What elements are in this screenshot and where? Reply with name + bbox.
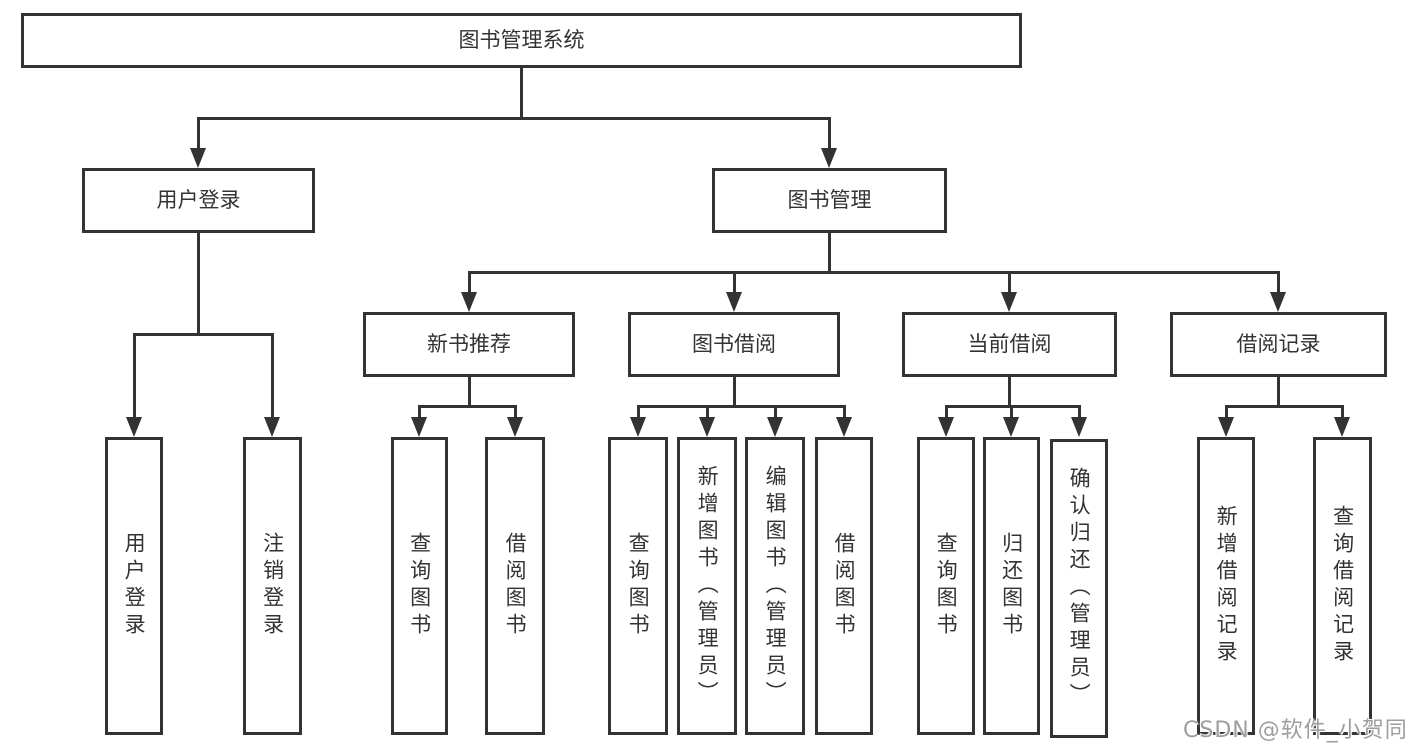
arrow-down-icon — [507, 417, 523, 437]
arrow-down-icon — [1334, 417, 1350, 437]
leaf-query-books-current-label: 查询图书 — [934, 532, 959, 640]
arrow-down-icon — [411, 417, 427, 437]
connector-line — [1078, 405, 1081, 418]
leaf-logout-label: 注销登录 — [260, 532, 285, 640]
arrow-down-icon — [1270, 292, 1286, 312]
leaf-logout: 注销登录 — [243, 437, 302, 735]
leaf-confirm-return-admin: 确认归还（管理员） — [1050, 439, 1108, 738]
connector-line — [1008, 271, 1011, 295]
arrow-down-icon — [1218, 417, 1234, 437]
node-book-management: 图书管理 — [712, 168, 947, 233]
arrow-down-icon — [126, 417, 142, 437]
connector-line — [468, 377, 471, 408]
connector-line — [828, 117, 831, 149]
node-current-borrow-label: 当前借阅 — [967, 331, 1052, 356]
leaf-confirm-return-admin-label: 确认归还（管理员） — [1067, 467, 1092, 710]
user-login-branch-line — [133, 333, 274, 336]
book-management-branch-line — [468, 271, 1280, 274]
leaf-user-login: 用户登录 — [105, 437, 163, 735]
leaf-query-books-recommend: 查询图书 — [391, 437, 448, 735]
leaf-borrow-books-borrow: 借阅图书 — [815, 437, 873, 735]
connector-line — [945, 405, 948, 418]
arrow-down-icon — [821, 148, 837, 168]
arrow-down-icon — [699, 417, 715, 437]
connector-line — [468, 271, 471, 295]
connector-line — [1010, 405, 1013, 418]
node-root-label: 图书管理系统 — [458, 27, 585, 52]
node-user-login-label: 用户登录 — [156, 187, 241, 212]
arrow-down-icon — [1071, 417, 1087, 437]
book-management-stem-line — [828, 233, 831, 274]
arrow-down-icon — [1001, 292, 1017, 312]
node-borrow-records: 借阅记录 — [1170, 312, 1387, 377]
leaf-query-books-borrow: 查询图书 — [608, 437, 668, 735]
node-new-book-recommend-label: 新书推荐 — [427, 331, 511, 356]
node-book-borrow-label: 图书借阅 — [692, 331, 776, 356]
arrow-down-icon — [630, 417, 646, 437]
connector-line — [1277, 271, 1280, 295]
leaf-query-books-current: 查询图书 — [917, 437, 975, 735]
connector-line — [1225, 405, 1228, 418]
connector-line — [271, 333, 274, 418]
watermark: CSDN @软件_小贺同学 — [1183, 718, 1405, 743]
node-book-management-label: 图书管理 — [787, 187, 872, 212]
connector-line — [733, 271, 736, 295]
connector-line — [418, 405, 421, 418]
root-stem-line — [520, 68, 523, 118]
connector-line — [1341, 405, 1344, 418]
leaf-borrow-books-recommend: 借阅图书 — [485, 437, 545, 735]
leaf-user-login-label: 用户登录 — [122, 532, 147, 640]
arrow-down-icon — [461, 292, 477, 312]
connector-line — [733, 377, 736, 408]
arrow-down-icon — [938, 417, 954, 437]
arrow-down-icon — [1003, 417, 1019, 437]
node-user-login: 用户登录 — [82, 168, 315, 233]
connector-line — [514, 405, 517, 418]
leaf-query-borrow-record: 查询借阅记录 — [1313, 437, 1372, 735]
connector-line — [1008, 377, 1011, 408]
connector-line — [197, 117, 200, 149]
connector-line — [637, 405, 846, 408]
connector-line — [637, 405, 640, 418]
node-book-borrow: 图书借阅 — [628, 312, 840, 377]
leaf-edit-book-admin: 编辑图书（管理员） — [745, 437, 805, 735]
connector-line — [945, 405, 1081, 408]
arrow-down-icon — [190, 148, 206, 168]
arrow-down-icon — [264, 417, 280, 437]
connector-line — [133, 333, 136, 418]
leaf-borrow-books-recommend-label: 借阅图书 — [503, 532, 528, 640]
leaf-add-book-admin: 新增图书（管理员） — [677, 437, 737, 735]
leaf-query-books-borrow-label: 查询图书 — [626, 532, 651, 640]
leaf-return-book-label: 归还图书 — [999, 532, 1024, 640]
connector-line — [418, 405, 517, 408]
root-branch-line — [197, 117, 831, 120]
leaf-borrow-books-borrow-label: 借阅图书 — [832, 532, 857, 640]
user-login-stem-line — [197, 233, 200, 336]
leaf-return-book: 归还图书 — [983, 437, 1040, 735]
arrow-down-icon — [836, 417, 852, 437]
leaf-query-borrow-record-label: 查询借阅记录 — [1330, 505, 1355, 667]
leaf-add-book-admin-label: 新增图书（管理员） — [695, 464, 720, 708]
connector-line — [774, 405, 777, 418]
node-root: 图书管理系统 — [21, 13, 1022, 68]
node-new-book-recommend: 新书推荐 — [363, 312, 575, 377]
leaf-edit-book-admin-label: 编辑图书（管理员） — [763, 464, 788, 708]
connector-line — [1277, 377, 1280, 408]
arrow-down-icon — [767, 417, 783, 437]
connector-line — [1225, 405, 1344, 408]
arrow-down-icon — [726, 292, 742, 312]
leaf-query-books-recommend-label: 查询图书 — [407, 532, 432, 640]
node-current-borrow: 当前借阅 — [902, 312, 1117, 377]
connector-line — [843, 405, 846, 418]
node-borrow-records-label: 借阅记录 — [1236, 331, 1321, 356]
connector-line — [706, 405, 709, 418]
leaf-add-borrow-record-label: 新增借阅记录 — [1214, 505, 1239, 667]
leaf-add-borrow-record: 新增借阅记录 — [1197, 437, 1255, 735]
